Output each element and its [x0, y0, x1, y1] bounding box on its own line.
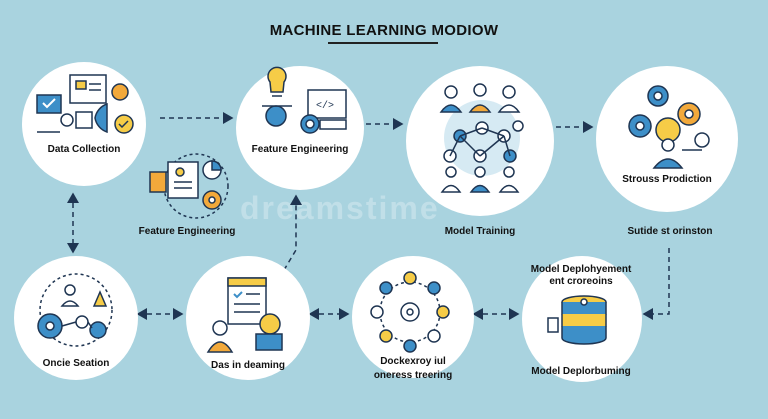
label-stross-prediction: Strouss Prodiction — [622, 174, 712, 185]
label-model-deployment-top2: ent croreoins — [549, 276, 613, 287]
title-underline — [328, 42, 438, 44]
label-dockerxoy-2: oneress treering — [373, 370, 453, 381]
label-sutide-orinston: Sutide st orinston — [627, 226, 713, 237]
diagram-title: MACHINE LEARNING MODIOW — [269, 22, 499, 39]
label-oncie-seation: Oncie Seation — [42, 358, 110, 369]
label-data-collection: Data Collection — [47, 144, 121, 155]
watermark: dreamstime — [240, 190, 440, 226]
arrow-prediction-to-deploy — [642, 248, 670, 320]
label-feature-engineering-mid: Feature Engineering — [138, 226, 236, 237]
label-model-training: Model Training — [444, 226, 516, 237]
node-oncie-seation — [14, 256, 138, 380]
label-model-deployment-top1: Model Deplohyement — [530, 264, 632, 275]
label-dockerxoy-1: Dockexroy iul — [380, 356, 446, 367]
label-feature-engineering-top: Feature Engineering — [251, 144, 349, 155]
label-das-in-deaming: Das in deaming — [211, 360, 285, 371]
label-model-deployment-bottom: Model Deplorbuming — [531, 366, 631, 377]
svg-text:</>: </> — [316, 100, 334, 112]
